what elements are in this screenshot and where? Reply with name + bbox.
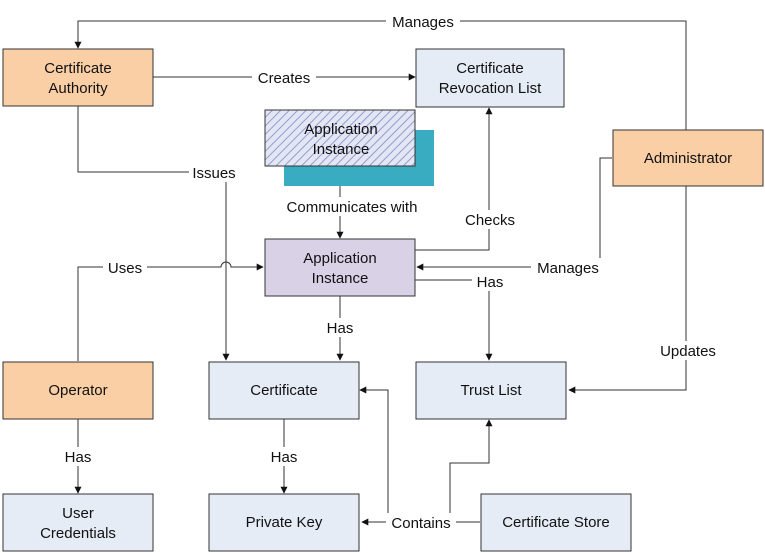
node-operator: Operator — [2, 361, 154, 420]
node-trust-list: Trust List — [415, 361, 567, 420]
crl-label-line1: Certificate — [456, 60, 524, 77]
edge-checks — [415, 107, 493, 251]
edge-label-has-credentials: Has — [60, 447, 96, 466]
edge-label-has-trust: Has — [472, 272, 508, 291]
node-administrator: Administrator — [612, 129, 764, 187]
edge-updates — [568, 186, 687, 394]
user-credentials-label-line1: User — [62, 505, 94, 522]
node-certificate: Certificate — [208, 361, 360, 420]
svg-text:Checks: Checks — [465, 212, 515, 229]
edge-issues — [77, 106, 230, 361]
edge-manages-app — [416, 157, 612, 271]
svg-text:Has: Has — [477, 274, 504, 291]
edge-label-contains: Contains — [386, 513, 456, 532]
edge-label-issues: Issues — [189, 163, 241, 182]
edge-label-has-cert: Has — [322, 318, 358, 337]
edge-label-manages-top: Manages — [386, 12, 460, 31]
edge-uses — [77, 261, 264, 361]
crl-label-line2: Revocation List — [439, 80, 542, 97]
svg-text:Has: Has — [271, 449, 298, 466]
app-label-line2: Instance — [312, 270, 369, 287]
svg-text:Updates: Updates — [660, 343, 716, 360]
edge-contains-trust — [449, 419, 493, 522]
node-application-instance: Application Instance — [264, 238, 416, 297]
certificate-authority-label-line1: Certificate — [44, 60, 112, 77]
remote-app-label-line1: Application — [304, 121, 377, 138]
node-certificate-store: Certificate Store — [480, 493, 632, 552]
svg-text:Has: Has — [65, 449, 92, 466]
svg-text:Uses: Uses — [108, 260, 142, 277]
user-credentials-label-line2: Credentials — [40, 525, 116, 542]
svg-text:Creates: Creates — [258, 70, 311, 87]
node-private-key: Private Key — [208, 493, 360, 552]
remote-app-label-line2: Instance — [313, 141, 370, 158]
private-key-label: Private Key — [246, 514, 323, 531]
svg-text:Issues: Issues — [192, 165, 235, 182]
edge-label-creates: Creates — [252, 68, 316, 87]
administrator-label: Administrator — [644, 150, 732, 167]
edge-label-has-key: Has — [266, 447, 302, 466]
svg-text:Manages: Manages — [537, 260, 599, 277]
node-user-credentials: User Credentials — [2, 493, 154, 552]
trust-list-label: Trust List — [460, 382, 522, 399]
edge-label-manages-app: Manages — [531, 258, 605, 277]
node-certificate-authority: Certificate Authority — [2, 48, 154, 107]
operator-label: Operator — [48, 382, 107, 399]
node-application-instance-remote: Application Instance — [264, 109, 434, 186]
certificate-store-label: Certificate Store — [502, 514, 610, 531]
svg-text:Manages: Manages — [392, 14, 454, 31]
svg-text:Has: Has — [327, 320, 354, 337]
app-label-line1: Application — [303, 250, 376, 267]
node-certificate-revocation-list: Certificate Revocation List — [415, 48, 565, 108]
edge-label-checks: Checks — [460, 210, 522, 229]
certificate-label: Certificate — [250, 382, 318, 399]
svg-text:Contains: Contains — [391, 515, 450, 532]
edge-label-uses: Uses — [103, 258, 147, 277]
edge-has-trust — [415, 279, 493, 361]
certificate-authority-label-line2: Authority — [48, 80, 108, 97]
edge-label-communicates: Communicates with — [271, 197, 431, 216]
svg-text:Communicates with: Communicates with — [287, 199, 418, 216]
edge-label-updates: Updates — [653, 341, 721, 360]
edge-manages-top — [74, 20, 687, 130]
